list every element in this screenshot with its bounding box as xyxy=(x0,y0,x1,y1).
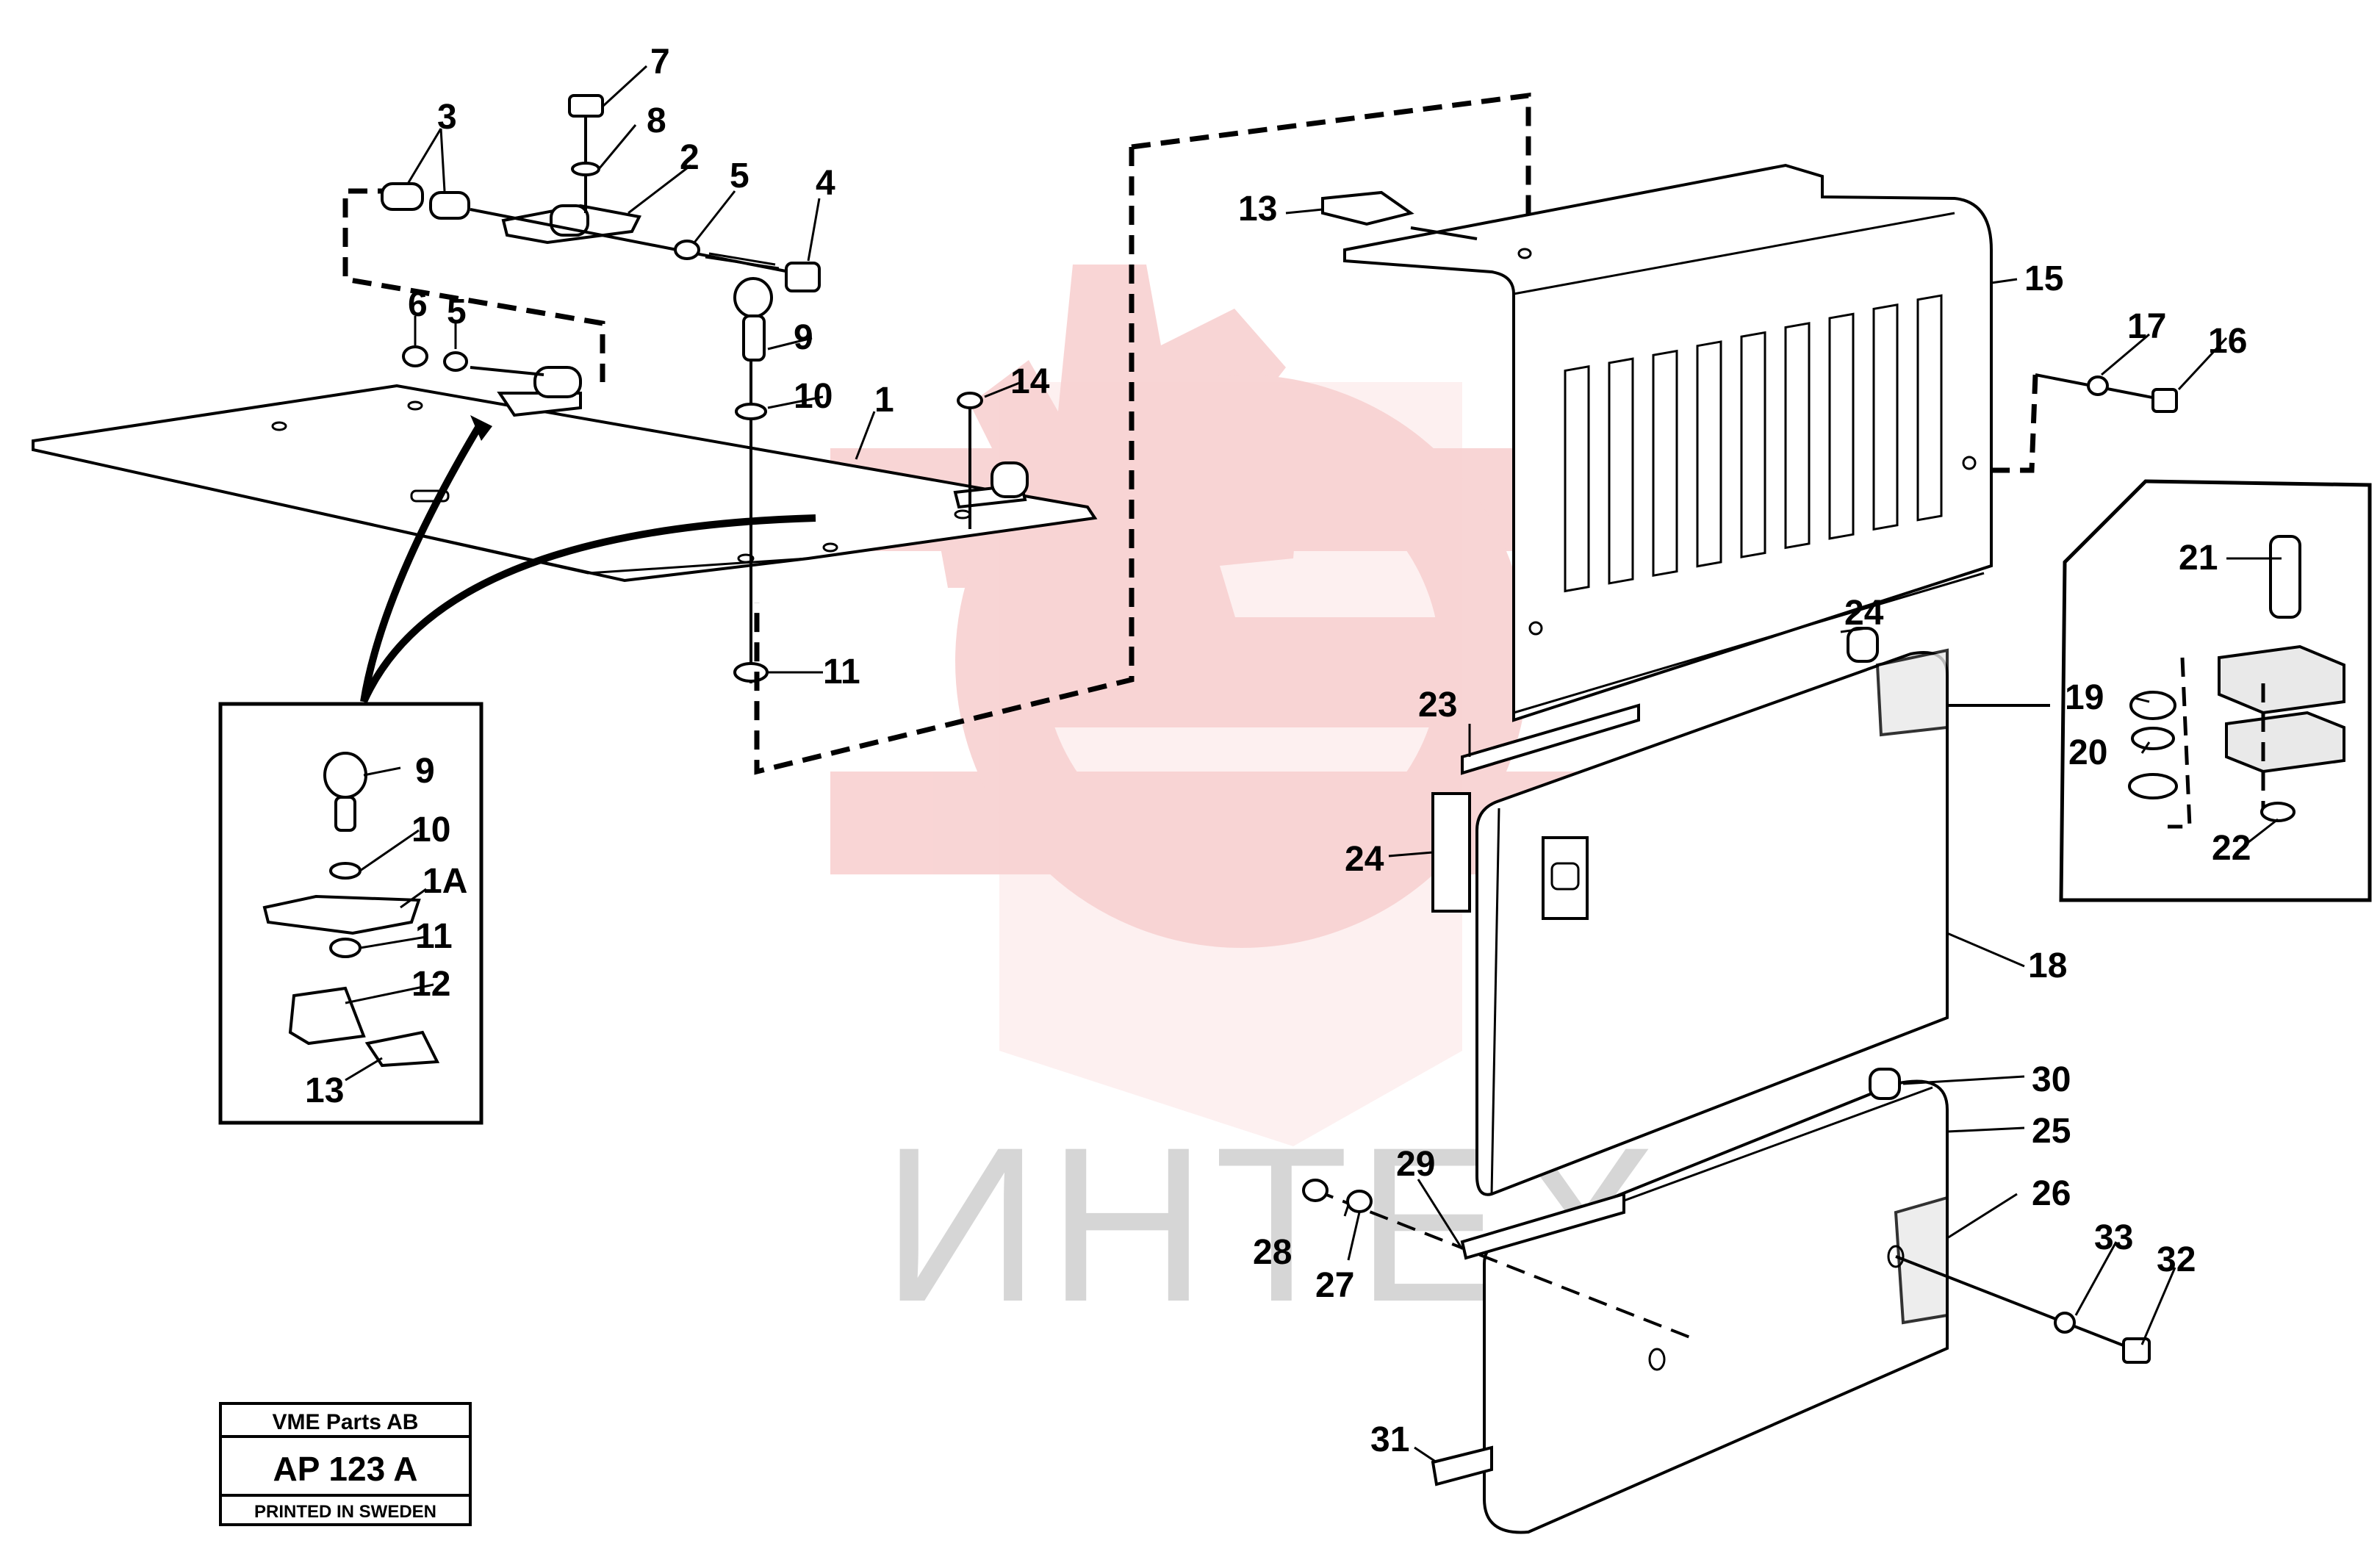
callout-8: 8 xyxy=(647,101,666,140)
title-block-company: VME Parts AB xyxy=(273,1410,419,1434)
callout-17: 17 xyxy=(2127,307,2166,346)
panel-18 xyxy=(1431,627,1949,1196)
callout-31: 31 xyxy=(1370,1420,1409,1459)
callout-19: 19 xyxy=(2065,678,2104,717)
detail-callout-1a: 1A xyxy=(423,862,467,901)
grille-cover xyxy=(1321,163,1993,722)
detail-callout-9: 9 xyxy=(415,752,435,791)
callout-32: 32 xyxy=(2157,1240,2196,1279)
callout-10: 10 xyxy=(794,377,833,416)
callout-7: 7 xyxy=(650,43,670,82)
detail-callout-12: 12 xyxy=(411,965,450,1004)
callout-5b: 5 xyxy=(447,292,467,331)
hinge-assembly xyxy=(342,94,983,683)
callout-25: 25 xyxy=(2032,1112,2071,1151)
frame-outline xyxy=(754,93,1531,775)
callout-23: 23 xyxy=(1418,686,1457,725)
callout-6: 6 xyxy=(408,285,428,324)
title-block: VME Parts AB AP 123 A PRINTED IN SWEDEN xyxy=(219,1402,472,1526)
callout-15: 15 xyxy=(2024,259,2063,298)
callout-3: 3 xyxy=(437,98,457,137)
panel-25 xyxy=(1302,1068,2151,1534)
detail-callout-11: 11 xyxy=(415,917,453,956)
detail-callout-10: 10 xyxy=(411,810,450,849)
callout-29: 29 xyxy=(1396,1145,1435,1184)
title-block-printed: PRINTED IN SWEDEN xyxy=(254,1502,436,1522)
callout-5a: 5 xyxy=(730,157,749,195)
callout-24a: 24 xyxy=(1844,594,1884,633)
callout-18: 18 xyxy=(2028,946,2067,985)
callout-22: 22 xyxy=(2212,829,2251,868)
callout-4: 4 xyxy=(816,164,835,203)
leader-lines xyxy=(345,65,2282,1464)
callout-9: 9 xyxy=(794,318,813,357)
callout-21: 21 xyxy=(2179,539,2218,578)
watermark-logo xyxy=(830,265,1646,1146)
detail-box-right xyxy=(1947,479,2372,902)
callout-27: 27 xyxy=(1315,1266,1354,1305)
callout-16: 16 xyxy=(2208,322,2247,361)
callout-28: 28 xyxy=(1253,1233,1292,1272)
callout-11: 11 xyxy=(823,652,860,691)
callout-33: 33 xyxy=(2094,1218,2133,1257)
title-block-drawing-number: AP 123 A xyxy=(273,1450,418,1488)
detail-callout-13: 13 xyxy=(305,1071,344,1110)
callout-13: 13 xyxy=(1238,190,1277,229)
bolt-16-washer-17 xyxy=(1984,373,2178,473)
base-plate xyxy=(32,366,1098,583)
callout-1: 1 xyxy=(874,381,894,420)
callout-labels: 1 2 3 4 5 5 6 7 8 9 10 11 13 14 15 16 17… xyxy=(305,43,2251,1459)
callout-24b: 24 xyxy=(1345,840,1384,879)
callout-20: 20 xyxy=(2068,733,2107,772)
callout-30: 30 xyxy=(2032,1060,2071,1099)
callout-14: 14 xyxy=(1010,362,1050,401)
callout-26: 26 xyxy=(2032,1174,2071,1213)
callout-2: 2 xyxy=(680,138,700,177)
grille-slots xyxy=(1564,294,1943,593)
